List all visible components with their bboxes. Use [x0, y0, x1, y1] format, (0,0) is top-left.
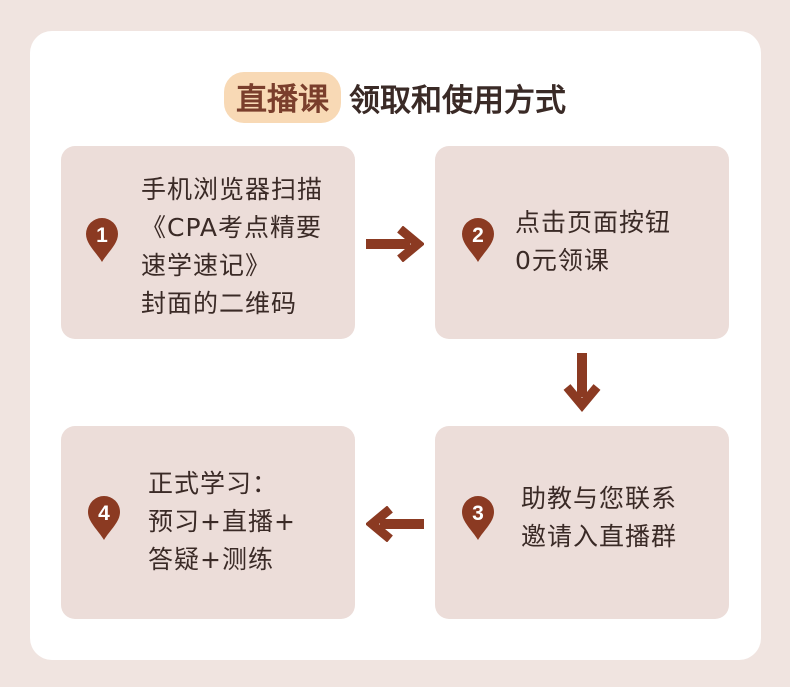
step-1-text: 手机浏览器扫描 《CPA考点精要 速学速记》 封面的二维码	[141, 175, 324, 318]
step-4-text: 正式学习： 预习+直播+ 答疑+测练	[148, 469, 296, 574]
step-2-number: 2	[472, 224, 484, 247]
title-tag: 直播课	[224, 72, 341, 123]
step-3-text: 助教与您联系 邀请入直播群	[521, 484, 678, 551]
title-text: 领取和使用方式	[349, 83, 566, 119]
step-4-number: 4	[98, 502, 110, 525]
step-1-number: 1	[96, 224, 108, 247]
page-title: 直播课 领取和使用方式	[0, 72, 790, 123]
step-3-number: 3	[472, 502, 484, 525]
arrow-left-icon	[364, 505, 424, 546]
arrow-right-icon	[366, 225, 426, 266]
arrow-down-icon	[563, 353, 601, 417]
location-pin-icon: 4	[86, 494, 122, 542]
location-pin-icon: 1	[84, 216, 120, 264]
step-2-text: 点击页面按钮 0元领课	[515, 208, 672, 275]
location-pin-icon: 2	[460, 216, 496, 264]
location-pin-icon: 3	[460, 494, 496, 542]
